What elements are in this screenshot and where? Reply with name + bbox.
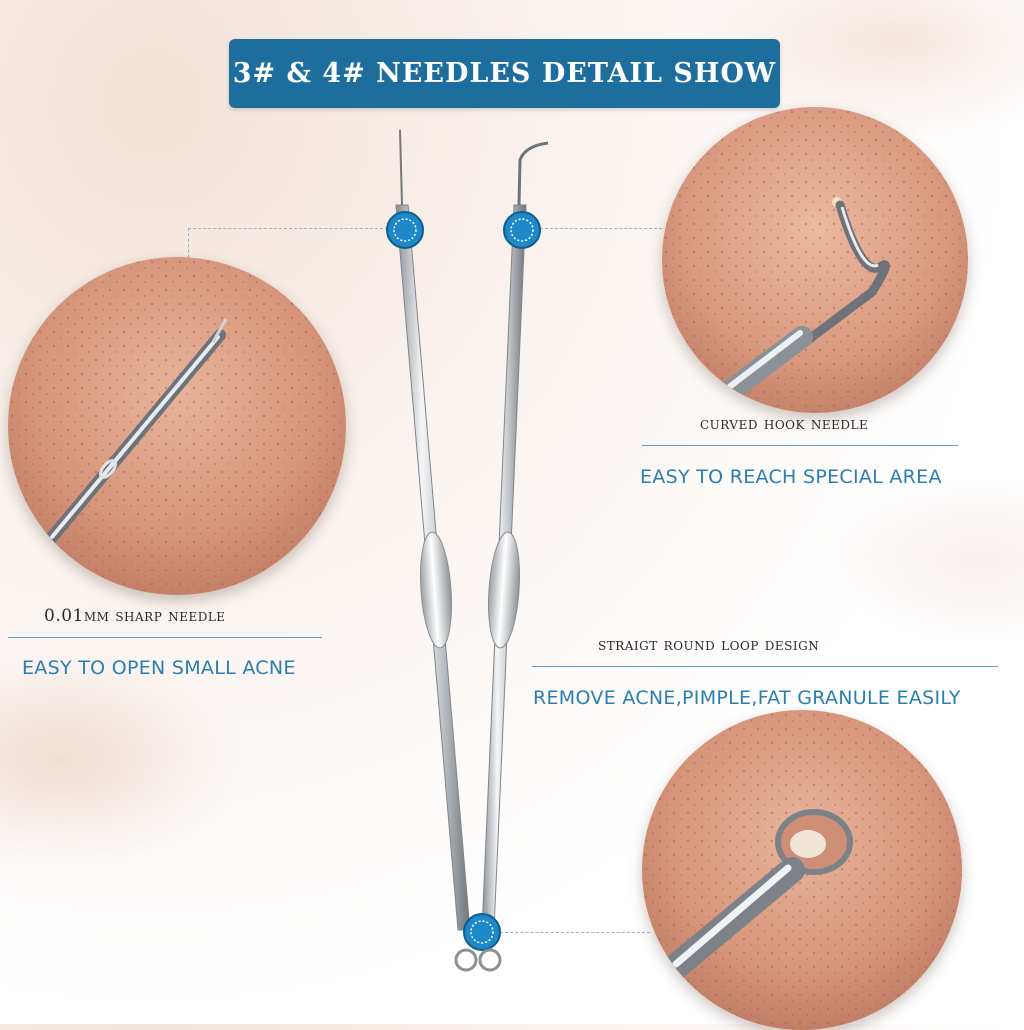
connector-hook-horizontal [540,228,662,229]
hook-needle-subtitle: EASY TO REACH SPECIAL AREA [640,466,942,488]
ring-icon [386,211,424,249]
sharp-divider [8,637,322,638]
loop-design-subtitle: REMOVE ACNE,PIMPLE,FAT GRANULE EASILY [533,687,961,709]
sharp-needle-subtitle: EASY TO OPEN SMALL ACNE [22,657,296,679]
banner-title: 3# & 4# NEEDLES DETAIL SHOW [232,58,777,89]
ring-icon [503,211,541,249]
loop-design-title: straigt round loop design [598,635,820,655]
connector-sharp-vertical [188,228,189,258]
title-banner: 3# & 4# NEEDLES DETAIL SHOW [229,39,780,108]
loop-divider [532,666,998,667]
ring-icon [463,913,501,951]
connector-sharp-horizontal [188,228,388,229]
sharp-needle-closeup [8,257,346,595]
bottom-loops [454,948,502,972]
hook-needle-closeup [662,107,968,413]
connector-loop-horizontal [500,932,650,933]
right-rod [481,141,549,931]
loop-closeup [642,710,962,1030]
sharp-needle-title: 0.01mm sharp needle [44,606,226,626]
hook-needle-title: curved hook needle [700,414,869,434]
hook-divider [642,445,958,446]
left-rod [395,129,471,931]
